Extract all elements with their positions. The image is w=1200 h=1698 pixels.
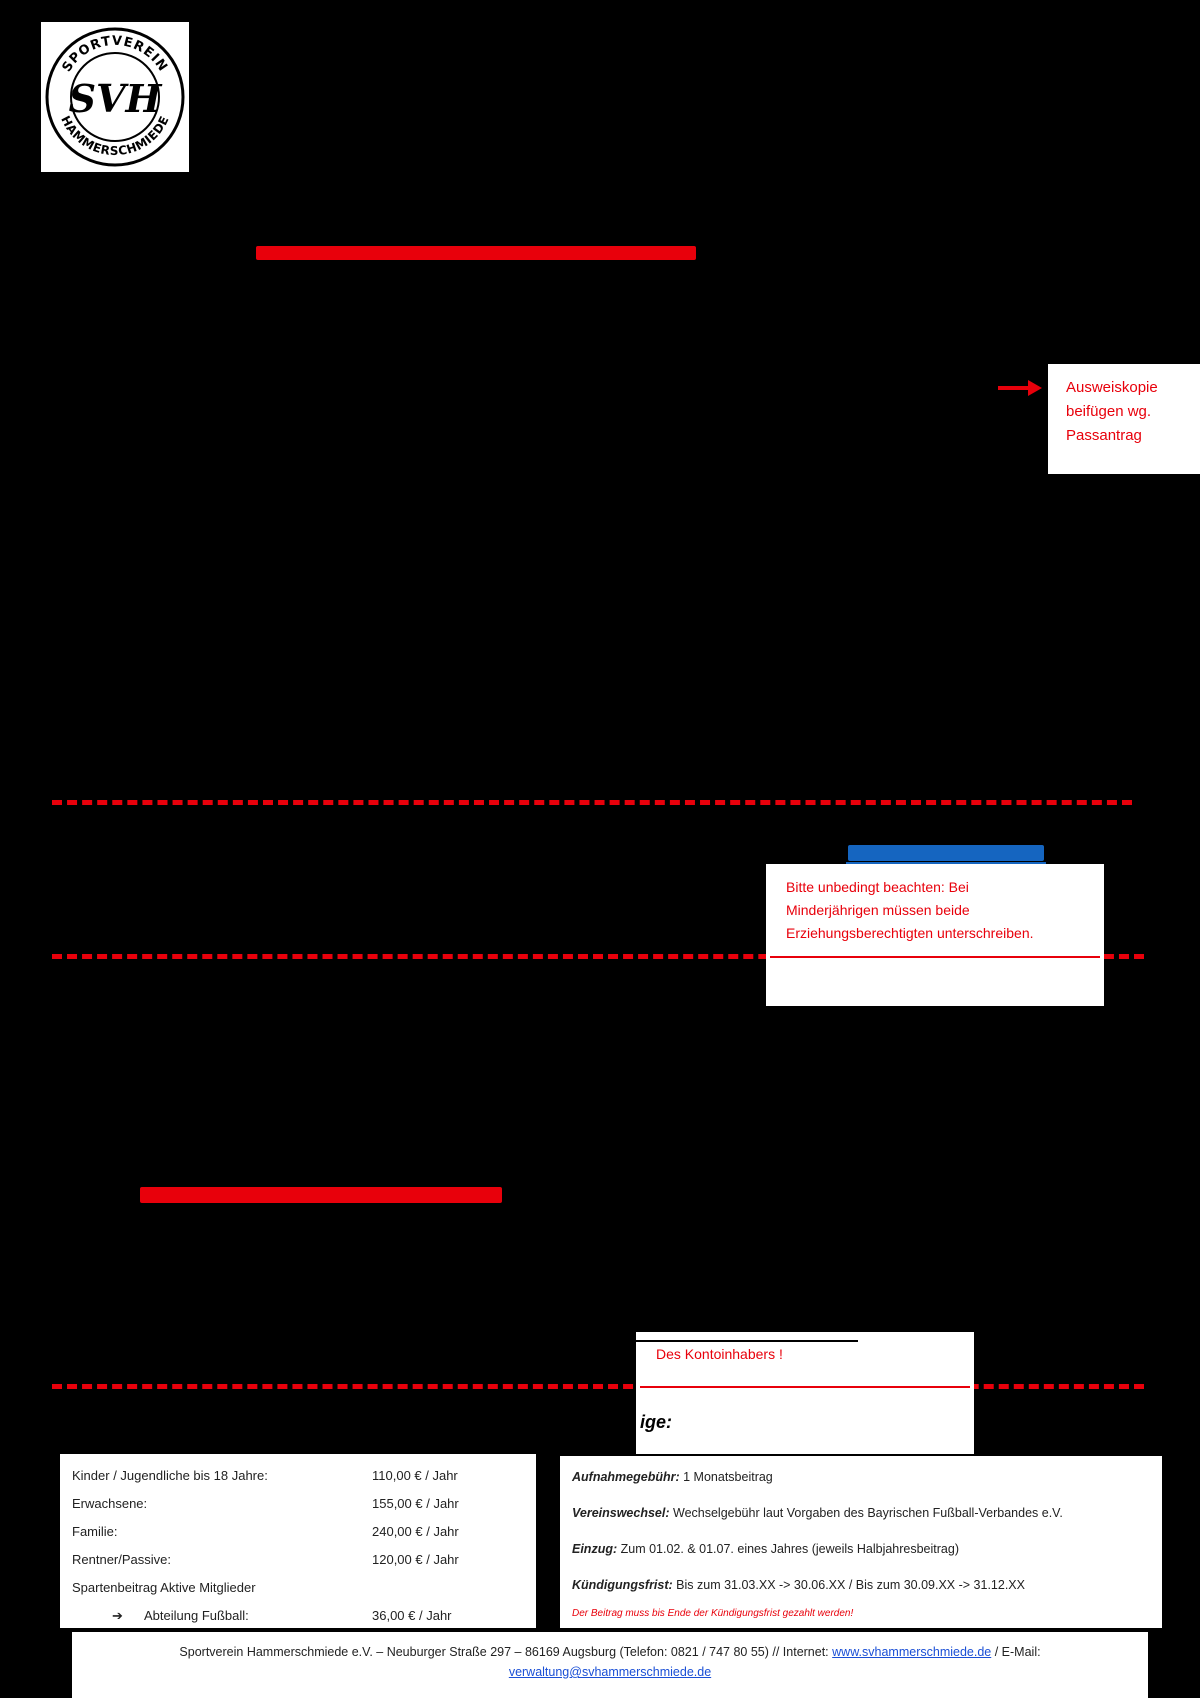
account-holder-divider	[640, 1386, 970, 1388]
logo-monogram: SVH	[69, 76, 163, 121]
footer-email-label: / E-Mail:	[994, 1645, 1041, 1659]
footer-address-line: Sportverein Hammerschmiede e.V. – Neubur…	[72, 1642, 1148, 1662]
fee-amount: 120,00 € / Jahr	[372, 1552, 459, 1567]
notice-period-value: Bis zum 31.03.XX -> 30.06.XX / Bis zum 3…	[676, 1578, 1025, 1592]
payment-warning: Der Beitrag muss bis Ende der Kündigungs…	[572, 1608, 854, 1619]
fee-row: Familie: 240,00 € / Jahr	[72, 1524, 512, 1544]
notice-period-label: Kündigungsfrist:	[572, 1578, 673, 1592]
fee-row: ➔ Abteilung Fußball: 36,00 € / Jahr	[72, 1608, 512, 1628]
fees-heading-fragment: ige:	[640, 1412, 673, 1432]
fee-row: Erwachsene: 155,00 € / Jahr	[72, 1496, 512, 1516]
arrow-right-icon	[998, 380, 1042, 396]
account-holder-label: Des Kontoinhabers !	[656, 1346, 783, 1362]
fee-label: Erwachsene:	[72, 1496, 148, 1511]
cut-line-1	[52, 800, 1132, 805]
cut-line-3	[52, 1384, 1144, 1389]
form-instruction-heading	[256, 242, 696, 264]
fee-label: Rentner/Passive:	[72, 1552, 171, 1567]
fee-row: Kinder / Jugendliche bis 18 Jahre: 110,0…	[72, 1468, 512, 1488]
admission-fee-value: 1 Monatsbeitrag	[683, 1470, 773, 1484]
minors-note-line-3: Erziehungsberechtigten unterschreiben.	[786, 925, 1034, 941]
email-link[interactable]: verwaltung@svhammerschmiede.de	[508, 1665, 712, 1679]
collection-label: Einzug:	[572, 1542, 618, 1556]
passport-note-line-1: Ausweiskopie	[1066, 379, 1158, 396]
fee-label: Spartenbeitrag Aktive Mitglieder	[72, 1580, 256, 1595]
fee-label: Familie:	[72, 1524, 118, 1539]
signature-line	[636, 1340, 858, 1342]
passport-note-line-3: Passantrag	[1066, 427, 1142, 444]
fee-label: Abteilung Fußball:	[144, 1608, 249, 1623]
fee-row: Spartenbeitrag Aktive Mitglieder	[72, 1580, 512, 1600]
passport-copy-note: Ausweiskopie beifügen wg. Passantrag	[1048, 364, 1200, 474]
club-logo-seal: SPORTVEREIN HAMMERSCHMIEDE SVH	[45, 27, 185, 167]
passport-note-line-2: beifügen wg.	[1066, 403, 1152, 420]
collection-row: Einzug: Zum 01.02. & 01.07. eines Jahres…	[572, 1542, 1152, 1556]
minors-signature-note: Bitte unbedingt beachten: Bei Minderjähr…	[766, 864, 1104, 1006]
fee-amount: 36,00 € / Jahr	[372, 1608, 452, 1623]
collection-value: Zum 01.02. & 01.07. eines Jahres (jeweil…	[620, 1542, 959, 1556]
section-link-heading	[848, 845, 1044, 861]
club-transfer-label: Vereinswechsel:	[572, 1506, 670, 1520]
minors-note-line-2: Minderjährigen müssen beide	[786, 902, 970, 918]
section-link-underline	[846, 862, 1046, 864]
admission-fee-row: Aufnahmegebühr: 1 Monatsbeitrag	[572, 1470, 1152, 1484]
cut-line-2	[52, 954, 1144, 959]
admission-fee-label: Aufnahmegebühr:	[572, 1470, 680, 1484]
fee-label: Kinder / Jugendliche bis 18 Jahre:	[72, 1468, 268, 1483]
page-footer: Sportverein Hammerschmiede e.V. – Neubur…	[72, 1632, 1148, 1698]
fee-terms-box: Aufnahmegebühr: 1 Monatsbeitrag Vereinsw…	[558, 1454, 1164, 1630]
notice-period-row: Kündigungsfrist: Bis zum 31.03.XX -> 30.…	[572, 1578, 1152, 1592]
account-holder-note: Des Kontoinhabers !	[636, 1332, 974, 1454]
arrow-right-icon: ➔	[112, 1608, 123, 1623]
membership-fees-table: Kinder / Jugendliche bis 18 Jahre: 110,0…	[58, 1452, 538, 1630]
fee-amount: 110,00 € / Jahr	[372, 1468, 458, 1483]
club-logo: SPORTVEREIN HAMMERSCHMIEDE SVH	[41, 22, 189, 172]
fee-row: Rentner/Passive: 120,00 € / Jahr	[72, 1552, 512, 1572]
club-transfer-value: Wechselgebühr laut Vorgaben des Bayrisch…	[673, 1506, 1063, 1520]
fee-amount: 155,00 € / Jahr	[372, 1496, 459, 1511]
sepa-instruction-heading	[140, 1184, 502, 1206]
fee-amount: 240,00 € / Jahr	[372, 1524, 459, 1539]
footer-address: Sportverein Hammerschmiede e.V. – Neubur…	[179, 1645, 829, 1659]
minors-note-line-1: Bitte unbedingt beachten: Bei	[786, 879, 969, 895]
footer-email-line: verwaltung@svhammerschmiede.de	[72, 1662, 1148, 1682]
minors-note-divider	[770, 956, 1100, 958]
club-transfer-row: Vereinswechsel: Wechselgebühr laut Vorga…	[572, 1506, 1152, 1520]
website-link[interactable]: www.svhammerschmiede.de	[832, 1645, 992, 1659]
